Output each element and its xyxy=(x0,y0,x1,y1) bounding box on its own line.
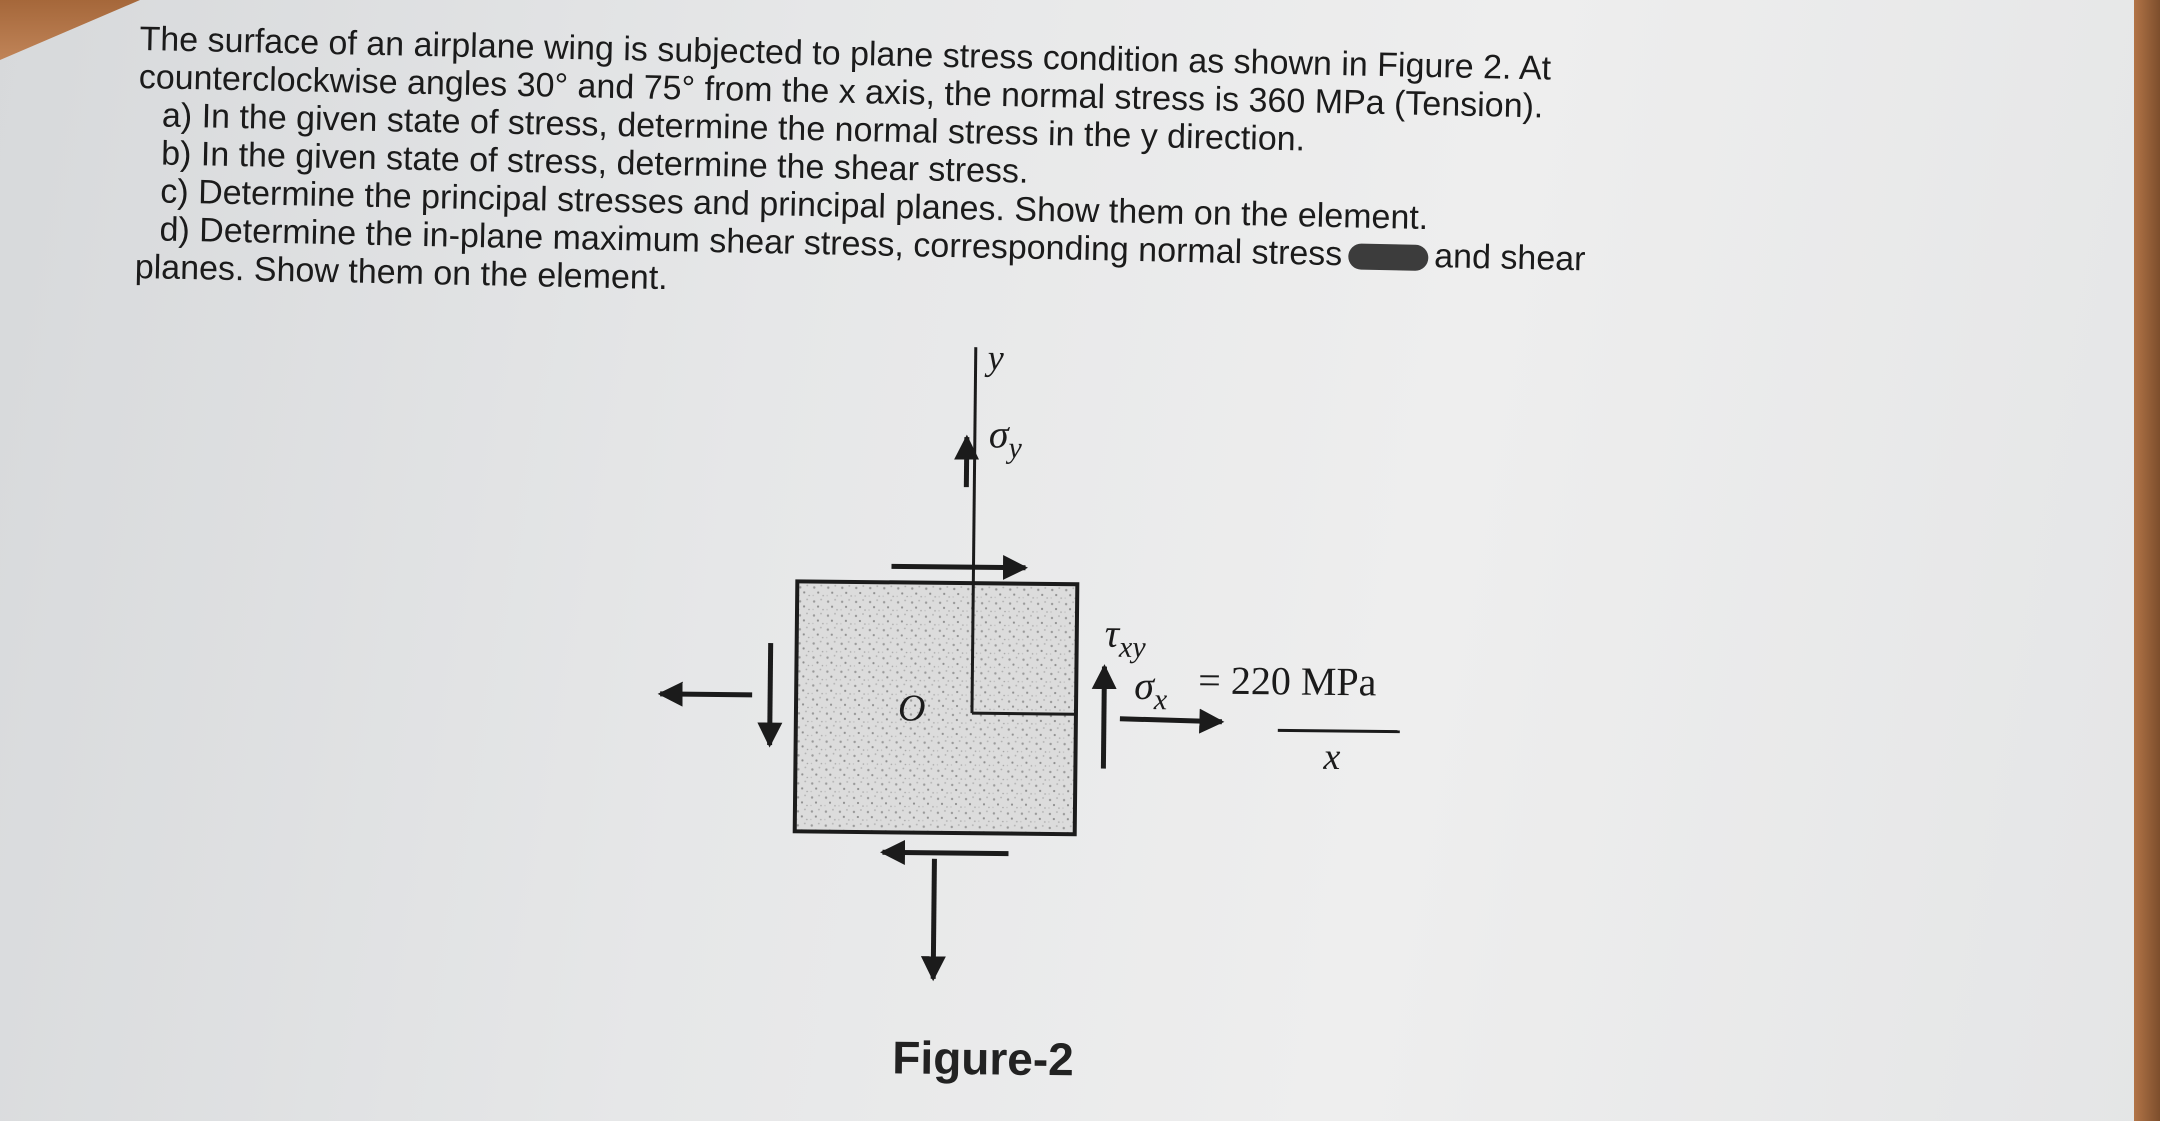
x-axis-label: x xyxy=(1322,736,1340,778)
origin-label: O xyxy=(898,687,926,729)
sigma-x-label: σx xyxy=(1134,663,1168,716)
sigma-y-symbol: σ xyxy=(989,411,1010,456)
stress-element-square xyxy=(792,579,1080,837)
sigma-x-arrow-right xyxy=(1119,708,1225,734)
shear-arrow-top xyxy=(891,555,1028,580)
shear-arrow-right xyxy=(1091,664,1117,769)
figure-caption: Figure-2 xyxy=(892,1031,1075,1086)
shear-arrow-bottom xyxy=(880,839,1009,865)
sigma-x-subscript: x xyxy=(1153,683,1168,716)
sigma-y-arrow-top xyxy=(954,434,980,488)
sigma-x-arrow-left xyxy=(657,681,753,707)
stress-element-diagram: y σy τxy O σx = 220 MPa x xyxy=(657,337,1400,982)
y-axis-line xyxy=(970,347,978,714)
sigma-y-arrow-bottom xyxy=(920,858,946,982)
ink-smudge xyxy=(1347,243,1429,272)
x-axis-line xyxy=(971,711,1076,716)
tau-xy-label: τxy xyxy=(1104,611,1146,664)
sigma-x-value: = 220 MPa xyxy=(1198,658,1377,705)
tau-subscript: xy xyxy=(1118,631,1147,664)
tau-symbol: τ xyxy=(1105,611,1121,656)
stress-element-figure: y σy τxy O σx = 220 MPa x Figure-2 xyxy=(596,315,1504,1104)
y-axis-label: y xyxy=(984,337,1003,377)
table-edge-left xyxy=(0,0,140,60)
sigma-y-label: σy xyxy=(989,411,1023,464)
table-edge-right xyxy=(2134,0,2160,1121)
shear-arrow-left xyxy=(757,643,783,748)
sigma-y-subscript: y xyxy=(1005,432,1022,465)
x-axis-bar xyxy=(1277,728,1400,734)
sigma-x-symbol: σ xyxy=(1134,663,1155,708)
part-d-end: and shear xyxy=(1433,237,1586,279)
problem-statement: The surface of an airplane wing is subje… xyxy=(134,20,1989,325)
